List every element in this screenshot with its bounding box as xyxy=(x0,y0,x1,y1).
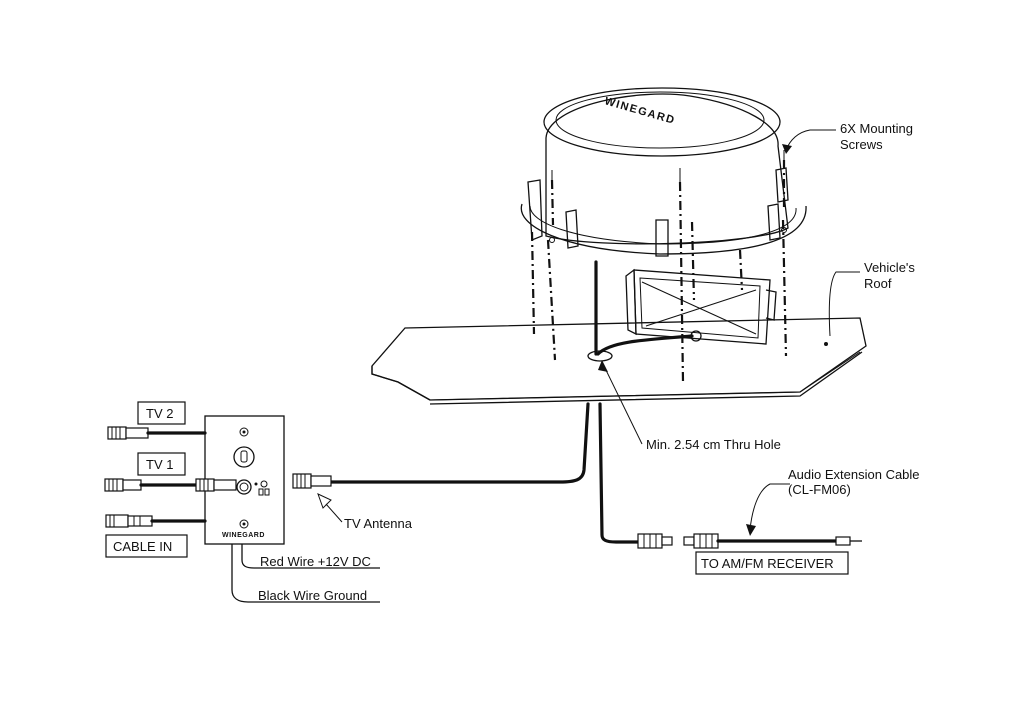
tv2-label-box xyxy=(137,401,186,425)
label-black-wire: Black Wire Ground xyxy=(258,588,367,603)
label-red-wire: Red Wire +12V DC xyxy=(260,554,371,569)
label-thru-hole: Min. 2.54 cm Thru Hole xyxy=(646,437,781,452)
wall-plate: WINEGARD xyxy=(204,415,285,545)
cable-in-cable xyxy=(105,514,207,528)
radio-connectors xyxy=(637,533,862,549)
tv-antenna-connector xyxy=(292,473,332,489)
antenna-dome: WINEGARD xyxy=(520,87,807,257)
tv1-cable xyxy=(104,478,237,492)
label-tv-antenna: TV Antenna xyxy=(344,516,413,531)
label-audio-cable-2: (CL-FM06) xyxy=(788,482,851,497)
label-mounting-screws-1: 6X Mounting xyxy=(840,121,913,136)
mounting-bracket xyxy=(625,268,777,345)
am-fm-label-box xyxy=(695,551,849,575)
tv2-cable xyxy=(107,426,207,440)
label-vehicle-roof-2: Roof xyxy=(864,276,892,291)
tv1-label-box xyxy=(137,452,186,476)
power-wires xyxy=(231,544,380,603)
label-cable-in: CABLE IN xyxy=(113,539,172,554)
cable-in-label-box xyxy=(105,534,188,558)
roof-cables xyxy=(328,260,694,544)
label-vehicle-roof-1: Vehicle's xyxy=(864,260,915,275)
mounting-axis-lines xyxy=(530,160,788,383)
label-tv1: TV 1 xyxy=(146,457,173,472)
vehicle-roof xyxy=(371,317,867,405)
label-tv2: TV 2 xyxy=(146,406,173,421)
plate-logo: WINEGARD xyxy=(222,532,265,539)
leader-lines xyxy=(317,129,860,536)
label-audio-cable-1: Audio Extension Cable xyxy=(788,467,920,482)
label-am-fm-receiver: TO AM/FM RECEIVER xyxy=(701,556,834,571)
dome-logo: WINEGARD xyxy=(603,95,677,127)
label-mounting-screws-2: Screws xyxy=(840,137,883,152)
